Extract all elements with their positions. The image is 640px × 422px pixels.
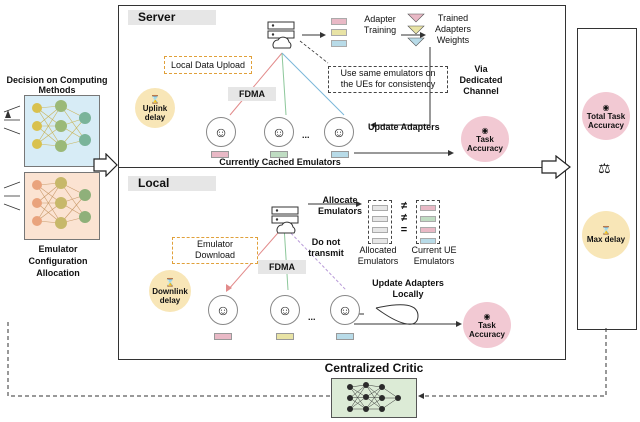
adapter-weights-icon	[407, 13, 425, 47]
server-icon	[271, 206, 299, 234]
via-channel-label: Via Dedicated Channel	[459, 64, 503, 96]
ellipsis: ...	[302, 130, 310, 140]
divider	[118, 167, 564, 168]
neural-network-icon	[32, 177, 91, 229]
emulator-config-label: Emulator Configuration Allocation	[28, 244, 88, 278]
server-task-accuracy: ◉ Task Accuracy	[461, 116, 509, 162]
total-task-accuracy: ◉ Total Task Accuracy	[582, 92, 630, 140]
local-data-upload: Local Data Upload	[164, 56, 252, 74]
critic-feedback-loop	[7, 320, 607, 399]
decision-label: Decision on Computing Methods	[6, 75, 108, 95]
current-ue-emulators-label: Current UE Emulators	[411, 245, 457, 266]
emulator-bar-yellow	[276, 333, 294, 340]
adapter-training-label: Adapter Training	[363, 14, 397, 35]
critic-title: Centralized Critic	[324, 361, 424, 375]
adapter-bar-pink	[331, 18, 347, 25]
ellipsis: ...	[308, 312, 316, 322]
emulator-bar-pink	[211, 151, 229, 158]
adapter-bar-blue	[331, 40, 347, 47]
emulator-bar-pink	[214, 333, 232, 340]
hourglass-icon: ⌛	[601, 226, 611, 235]
hourglass-icon: ⌛	[165, 277, 175, 287]
server-links	[229, 32, 454, 156]
emulator-bar-blue	[331, 151, 349, 158]
objective-panel	[577, 28, 637, 330]
max-delay: ⌛ Max delay	[582, 211, 630, 259]
fdma-label: FDMA	[228, 87, 276, 101]
do-not-transmit-label: Do not transmit	[308, 237, 344, 258]
target-icon: ◉	[483, 311, 491, 321]
neural-network-icon	[347, 382, 401, 412]
allocated-emulators-box	[368, 200, 392, 244]
cached-emulators-label: Currently Cached Emulators	[219, 157, 341, 167]
update-locally-label: Update Adapters Locally	[372, 278, 444, 299]
arrow-right-icon	[541, 155, 571, 179]
arrow-right-icon	[93, 153, 118, 177]
uplink-delay: ⌛ Uplink delay	[135, 88, 175, 128]
user-vr-icon: ☺	[206, 117, 236, 147]
target-icon: ◉	[481, 125, 489, 135]
allocated-emulators-label: Allocated Emulators	[357, 245, 399, 266]
input-arrows	[3, 105, 21, 211]
trained-adapters-label: Trained Adapters Weights	[434, 13, 472, 45]
local-title: Local	[128, 176, 216, 191]
allocate-emulators-label: Allocate Emulators	[317, 195, 362, 216]
decision-network	[24, 95, 100, 167]
downlink-delay: ⌛ Downlink delay	[149, 270, 191, 312]
emulator-bar-blue	[336, 333, 354, 340]
emulator-bar-green	[270, 151, 288, 158]
server-title: Server	[128, 10, 216, 25]
emulator-download: Emulator Download	[172, 237, 258, 264]
user-ar-icon: ☺	[270, 295, 300, 325]
compare-symbols: ≠ ≠ =	[400, 200, 408, 236]
adapter-bar-yellow	[331, 29, 347, 36]
update-adapters-label: Update Adapters	[368, 122, 440, 132]
server-icon	[267, 21, 295, 49]
user-ar-icon: ☺	[264, 117, 294, 147]
user-vr-icon: ☺	[208, 295, 238, 325]
current-ue-emulators-box	[416, 200, 440, 244]
user-headset-icon: ☺	[330, 295, 360, 325]
balance-scale-icon: ⚖	[598, 160, 611, 176]
fdma-label: FDMA	[258, 260, 306, 274]
hourglass-icon: ⌛	[150, 94, 160, 104]
critic-network	[331, 378, 417, 418]
same-emulators-note: Use same emulators on the UEs for consis…	[328, 66, 448, 93]
emulator-network	[24, 172, 100, 240]
arrow-up-icon	[5, 110, 11, 118]
user-headset-icon: ☺	[324, 117, 354, 147]
local-task-accuracy: ◉ Task Accuracy	[463, 302, 511, 348]
target-icon: ◉	[602, 102, 610, 112]
neural-network-icon	[32, 100, 91, 152]
